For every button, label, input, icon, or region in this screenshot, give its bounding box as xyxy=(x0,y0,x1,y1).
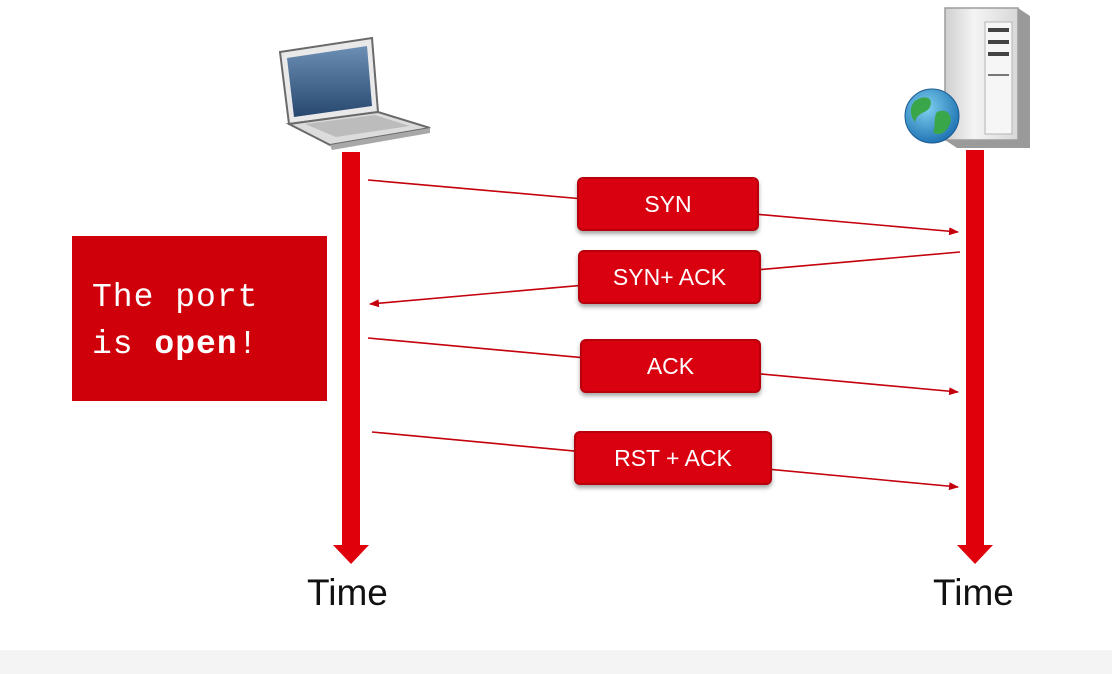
ack-message: ACK xyxy=(580,339,761,393)
rst-ack-message: RST + ACK xyxy=(574,431,772,485)
syn-message: SYN xyxy=(577,177,759,231)
web-server-icon xyxy=(904,7,1030,148)
laptop-icon xyxy=(278,36,431,150)
note-line-2: is open! xyxy=(92,321,327,368)
note-line-1: The port xyxy=(92,279,259,316)
syn-ack-message: SYN+ ACK xyxy=(578,250,761,304)
bottom-band xyxy=(0,650,1112,674)
note-open-word: open xyxy=(154,326,238,363)
server-time-label: Time xyxy=(933,572,1014,613)
server-timeline xyxy=(957,150,993,564)
note-line-2-suffix: ! xyxy=(237,326,259,363)
port-status-note: The port is open! xyxy=(72,236,327,401)
client-time-label: Time xyxy=(307,572,388,613)
note-line-2-prefix: is xyxy=(92,326,155,363)
client-timeline xyxy=(333,152,369,564)
